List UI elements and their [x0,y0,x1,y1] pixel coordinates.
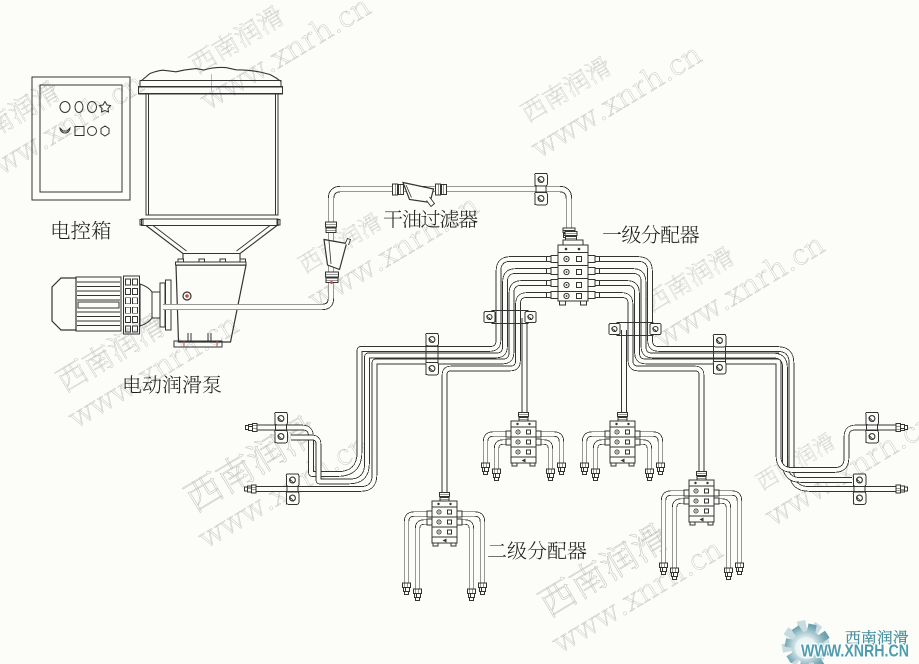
svg-text:WWW.XNRH.CN: WWW.XNRH.CN [801,641,909,661]
